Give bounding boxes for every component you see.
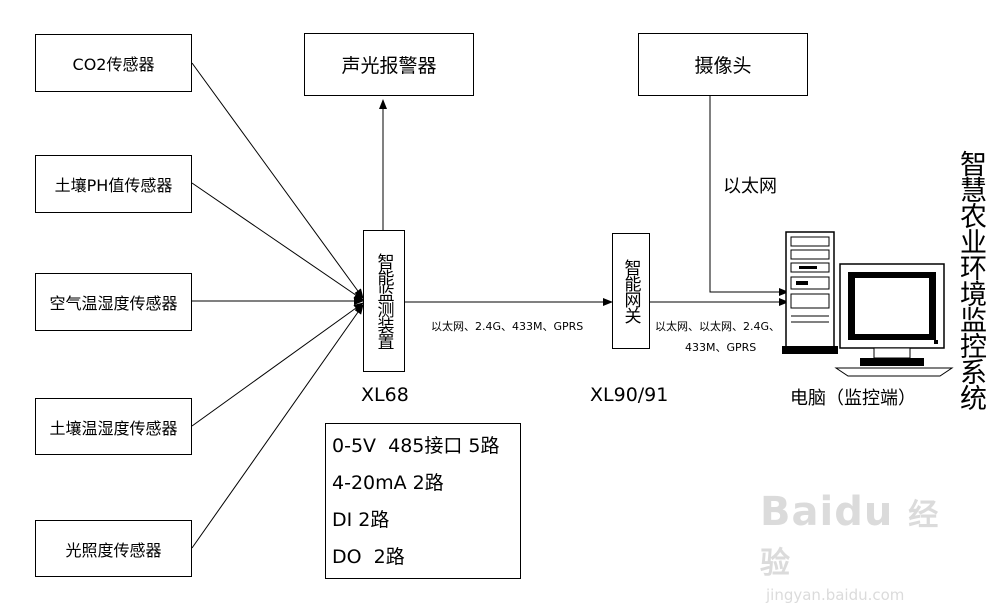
arrow-ph-device [191, 182, 364, 301]
arrow-co2-device [191, 62, 364, 299]
sensor-box-soil-ph: 土壤PH值传感器 [35, 155, 192, 213]
link-gateway-pc-line2: 433M、GPRS [685, 341, 757, 354]
link-device-gateway: 以太网、2.4G、433M、GPRS [431, 320, 584, 333]
system-title: 智慧农业环境监控系统 [955, 150, 986, 410]
spec-line: DO 2路 [332, 546, 405, 568]
spec-line: 4-20mA 2路 [332, 472, 444, 494]
baidu-watermark: Baidu 经验 jingyan.baidu.com [760, 489, 960, 604]
monitor-device-box: 智能监测装置 [363, 230, 405, 372]
gateway-box: 智能网关 [612, 233, 650, 349]
arrow-light-device [191, 304, 364, 549]
alarm-label: 声光报警器 [341, 55, 437, 77]
spec-line: DI 2路 [332, 509, 390, 531]
computer-icon [782, 231, 954, 377]
io-spec-box: 0-5V 485接口 5路 4-20mA 2路 DI 2路 DO 2路 [325, 423, 521, 579]
computer-label: 电脑（监控端） [790, 388, 916, 409]
link-camera-pc: 以太网 [723, 176, 777, 197]
sensor-label: 土壤PH值传感器 [54, 176, 173, 195]
gateway-model: XL90/91 [590, 384, 669, 406]
gateway-label: 智能网关 [620, 259, 641, 323]
watermark-brand: Baidu [760, 489, 894, 535]
sensor-label: CO2传感器 [72, 55, 155, 74]
sensor-label: 土壤温湿度传感器 [49, 418, 178, 438]
watermark-cn: 经验 [760, 498, 940, 581]
alarm-box: 声光报警器 [304, 33, 474, 96]
device-label: 智能监测装置 [373, 253, 394, 349]
sensor-box-soil-temp-humidity: 土壤温湿度传感器 [35, 398, 192, 455]
sensor-box-light: 光照度传感器 [35, 520, 192, 577]
sensor-box-air-temp-humidity: 空气温湿度传感器 [35, 273, 192, 331]
sensor-label: 光照度传感器 [65, 540, 162, 560]
camera-label: 摄像头 [694, 55, 752, 77]
camera-box: 摄像头 [638, 33, 808, 96]
watermark-url: jingyan.baidu.com [766, 586, 905, 604]
sensor-label: 空气温湿度传感器 [49, 294, 178, 313]
link-gateway-pc-line1: 以太网、以太网、2.4G、 [655, 320, 781, 333]
spec-line: 0-5V 485接口 5路 [332, 435, 500, 457]
arrow-soil-device [191, 302, 364, 427]
sensor-box-co2: CO2传感器 [35, 34, 192, 92]
arrow-camera-pc [709, 96, 789, 296]
device-model: XL68 [361, 384, 409, 406]
